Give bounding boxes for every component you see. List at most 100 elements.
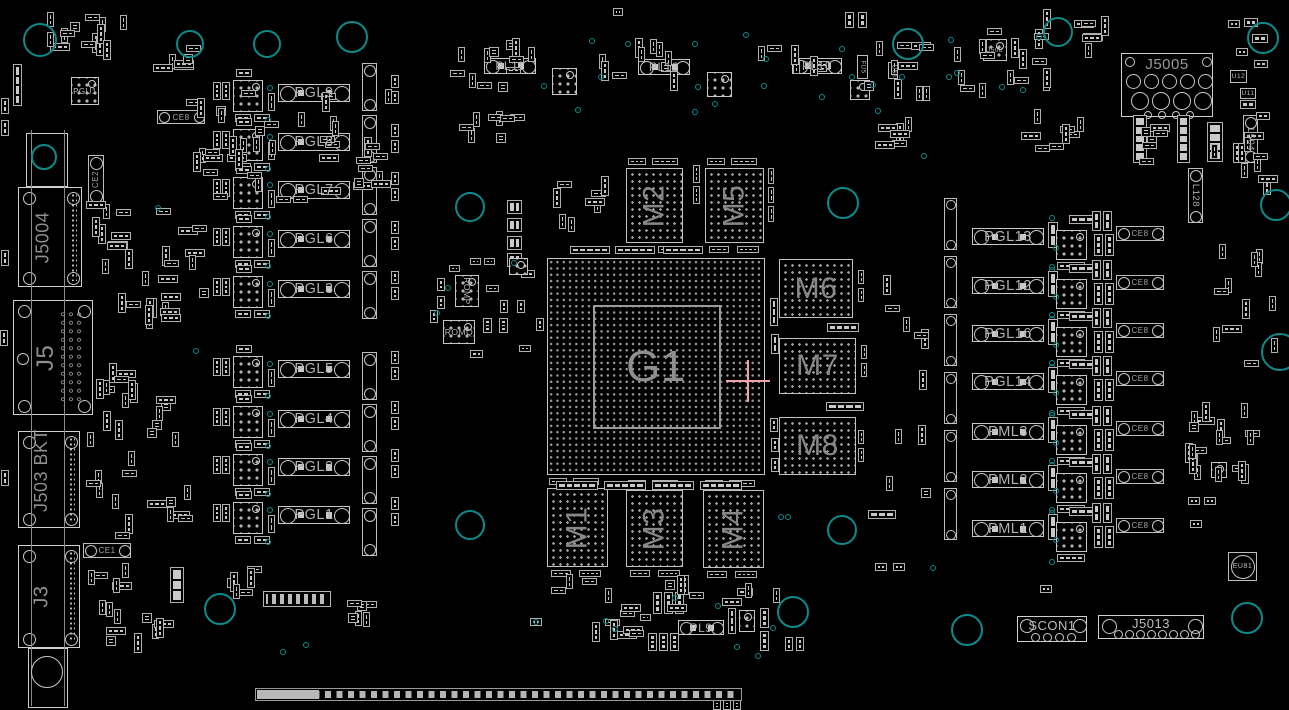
capacitor[interactable] bbox=[362, 508, 377, 556]
smd-part[interactable] bbox=[1103, 260, 1112, 280]
smd-part[interactable] bbox=[1, 98, 9, 114]
chip-U11[interactable] bbox=[1240, 88, 1256, 99]
smd-part[interactable] bbox=[827, 323, 859, 332]
smd-part[interactable] bbox=[770, 298, 778, 326]
smd-part[interactable] bbox=[192, 225, 207, 232]
inductor-PGL4[interactable]: PGL4 bbox=[278, 410, 350, 428]
qfn-chip[interactable] bbox=[707, 72, 732, 97]
capacitor[interactable] bbox=[362, 219, 377, 267]
smd-part[interactable] bbox=[1103, 308, 1112, 328]
smd-part[interactable] bbox=[665, 51, 672, 66]
capacitor[interactable] bbox=[362, 271, 377, 319]
smd-part[interactable] bbox=[1244, 132, 1264, 140]
smd-part[interactable] bbox=[102, 259, 109, 274]
smd-part[interactable] bbox=[356, 157, 371, 164]
smd-part[interactable] bbox=[731, 158, 757, 165]
smd-part[interactable] bbox=[1141, 127, 1151, 137]
smd-part[interactable] bbox=[484, 258, 495, 265]
smd-part[interactable] bbox=[858, 448, 864, 462]
smd-part[interactable] bbox=[147, 428, 157, 438]
inductor-PGL6[interactable]: PGL6 bbox=[278, 230, 350, 248]
smd-part[interactable] bbox=[875, 563, 887, 571]
smd-part[interactable] bbox=[1105, 379, 1114, 401]
smd-part[interactable] bbox=[1094, 429, 1103, 451]
smd-part[interactable] bbox=[391, 124, 399, 137]
smd-part[interactable] bbox=[321, 187, 341, 195]
connector-J5005[interactable] bbox=[1121, 53, 1213, 119]
smd-part[interactable] bbox=[166, 497, 176, 507]
smd-part[interactable] bbox=[519, 345, 531, 352]
smd-part[interactable] bbox=[264, 121, 279, 128]
smd-part[interactable] bbox=[1189, 444, 1196, 459]
capacitor[interactable]: CE8 bbox=[1116, 371, 1164, 386]
chip-EU81[interactable] bbox=[1228, 552, 1257, 581]
smd-part[interactable] bbox=[1094, 283, 1103, 305]
smd-part[interactable] bbox=[391, 497, 399, 510]
smd-part[interactable] bbox=[601, 61, 609, 81]
smd-part[interactable] bbox=[1244, 137, 1251, 152]
smd-part[interactable] bbox=[628, 158, 646, 165]
inductor-PL9[interactable]: PL9 bbox=[678, 620, 724, 635]
smd-part[interactable] bbox=[1244, 360, 1259, 367]
chip-ROMP[interactable] bbox=[455, 275, 479, 307]
smd-part[interactable] bbox=[570, 246, 610, 254]
inductor-L128[interactable] bbox=[1188, 168, 1203, 223]
smd-part[interactable] bbox=[770, 418, 778, 432]
smd-part[interactable] bbox=[293, 196, 308, 203]
smd-part[interactable] bbox=[70, 22, 80, 32]
smd-part[interactable] bbox=[551, 570, 571, 577]
smd-part[interactable] bbox=[509, 56, 524, 63]
smd-part[interactable] bbox=[158, 275, 178, 283]
smd-part[interactable] bbox=[604, 481, 646, 490]
smd-part[interactable] bbox=[128, 380, 136, 400]
smd-part[interactable] bbox=[486, 285, 499, 292]
smd-part[interactable] bbox=[469, 73, 476, 88]
qfn-chip[interactable] bbox=[233, 226, 263, 258]
capacitor[interactable] bbox=[362, 352, 377, 400]
smd-part[interactable] bbox=[1094, 379, 1103, 401]
smd-part[interactable] bbox=[1040, 585, 1052, 593]
smd-part[interactable] bbox=[868, 510, 896, 519]
memory-M3[interactable] bbox=[626, 490, 683, 567]
edge-connector[interactable] bbox=[255, 688, 742, 701]
capacitor[interactable]: CE8 bbox=[1116, 226, 1164, 241]
smd-part[interactable] bbox=[213, 278, 221, 296]
smd-part[interactable] bbox=[768, 187, 774, 203]
qfn-chip[interactable] bbox=[233, 454, 263, 486]
smd-part[interactable] bbox=[125, 514, 133, 534]
smd-part[interactable] bbox=[693, 186, 700, 204]
inductor-PGL13[interactable]: PGL13 bbox=[972, 228, 1044, 245]
smd-part[interactable] bbox=[1092, 503, 1101, 523]
smd-part[interactable] bbox=[566, 574, 573, 589]
smd-part[interactable] bbox=[170, 567, 184, 603]
smd-part[interactable] bbox=[670, 633, 679, 651]
smd-part[interactable] bbox=[470, 350, 483, 358]
smd-part[interactable] bbox=[1105, 283, 1114, 305]
capacitor[interactable] bbox=[362, 167, 377, 215]
smd-part[interactable] bbox=[241, 90, 256, 97]
smd-part[interactable] bbox=[713, 700, 721, 710]
smd-part[interactable] bbox=[728, 608, 736, 634]
smd-part[interactable] bbox=[222, 228, 230, 246]
smd-part[interactable] bbox=[113, 578, 120, 593]
smd-part[interactable] bbox=[205, 149, 220, 156]
smd-part[interactable] bbox=[483, 318, 492, 333]
qfn-chip[interactable] bbox=[1056, 327, 1087, 357]
smd-part[interactable] bbox=[585, 198, 605, 206]
smd-part[interactable] bbox=[1238, 143, 1246, 163]
inductor-PGL3[interactable]: PGL3 bbox=[278, 280, 350, 298]
smd-part[interactable] bbox=[921, 488, 931, 498]
smd-part[interactable] bbox=[255, 177, 262, 192]
smd-part[interactable] bbox=[222, 456, 230, 474]
smd-part[interactable] bbox=[745, 583, 752, 598]
qfn-chip[interactable] bbox=[233, 502, 263, 534]
smd-part[interactable] bbox=[768, 168, 774, 184]
smd-part[interactable] bbox=[13, 64, 22, 106]
smd-part[interactable] bbox=[236, 443, 252, 451]
smd-part[interactable] bbox=[1254, 60, 1268, 68]
smd-part[interactable] bbox=[891, 60, 898, 75]
smd-part[interactable] bbox=[268, 369, 275, 387]
smd-part[interactable] bbox=[222, 504, 230, 522]
smd-part[interactable] bbox=[1094, 526, 1103, 548]
smd-part[interactable] bbox=[222, 82, 230, 100]
